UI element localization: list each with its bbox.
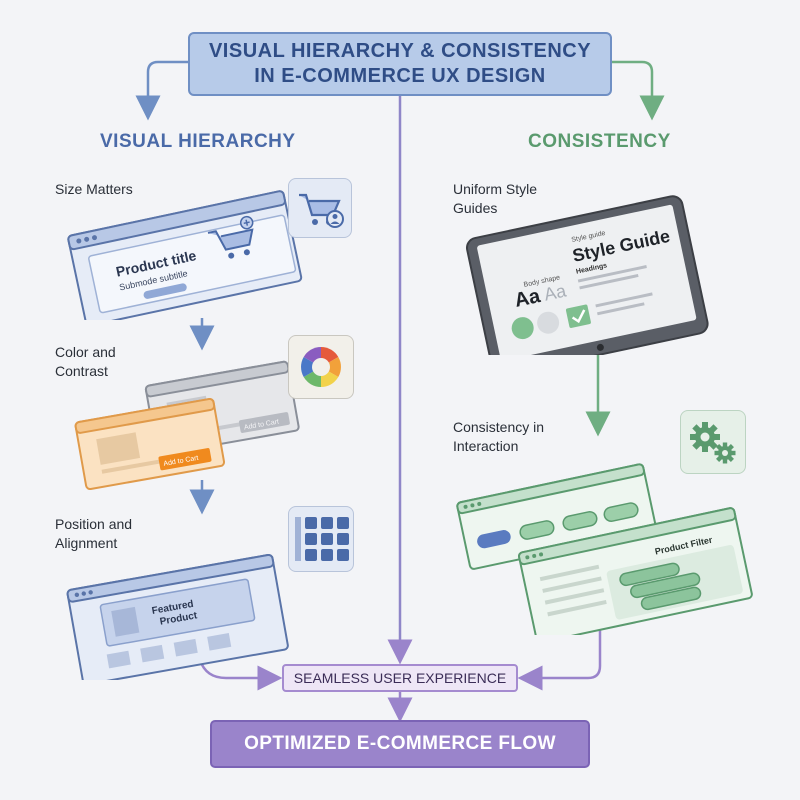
position-alignment-label: Position and Alignment	[55, 516, 133, 551]
color-wheel-icon	[288, 335, 354, 399]
seamless-user-experience-box: SEAMLESS USER EXPERIENCE	[282, 664, 518, 692]
gray-add-to-cart-button	[238, 412, 290, 433]
color-contrast-label: Color and Contrast	[55, 344, 116, 379]
pill-blue	[477, 530, 511, 549]
consistency-heading: CONSISTENCY	[528, 131, 671, 152]
pill-green-2	[562, 511, 598, 531]
arrow-title-to-visual-hierarchy	[135, 60, 188, 121]
tablet-icon: Style guide Style Guide Headings Body sh…	[465, 195, 709, 355]
orange-add-to-cart-button	[158, 448, 212, 471]
main-title-box: VISUAL HIERARCHY & CONSISTENCY IN E-COMM…	[188, 32, 612, 96]
color-contrast-illustration: Add to Cart Add to Cart	[74, 360, 300, 490]
main-title-line2: IN E-COMMERCE UX DESIGN	[254, 65, 546, 87]
interaction-label: Consistency in Interaction	[453, 419, 545, 454]
green-swatch	[511, 317, 534, 340]
filter-bar-1	[619, 562, 680, 587]
arrow-right-to-seamless	[517, 630, 602, 691]
interaction-illustration: Product Filter	[456, 463, 753, 635]
svg-text:Aa: Aa	[513, 285, 543, 312]
product-card-button	[143, 283, 187, 299]
main-title-line1: VISUAL HIERARCHY & CONSISTENCY	[208, 40, 592, 62]
pill-green-3	[603, 502, 639, 522]
grid-alignment-icon	[288, 506, 354, 572]
size-matters-illustration: Product title Submode subtitle	[67, 190, 303, 320]
optimized-flow-box: OPTIMIZED E-COMMERCE FLOW	[210, 720, 590, 768]
tablet-screen	[477, 204, 697, 355]
shopping-cart-user-icon	[288, 178, 352, 238]
filter-bar-2	[630, 572, 701, 599]
position-alignment-illustration: Featured Product	[66, 553, 289, 680]
pill-green-1	[519, 520, 555, 540]
style-guides-label: Uniform Style Guides	[453, 181, 538, 216]
size-matters-label: Size Matters	[55, 181, 133, 197]
cart-illustration-icon	[207, 215, 254, 259]
gears-icon	[680, 410, 746, 474]
filter-bar-3	[640, 586, 702, 611]
svg-text:Aa: Aa	[542, 280, 569, 304]
visual-hierarchy-heading: VISUAL HIERARCHY	[100, 131, 296, 152]
featured-banner	[99, 578, 256, 647]
arrow-title-to-consistency	[612, 60, 665, 121]
